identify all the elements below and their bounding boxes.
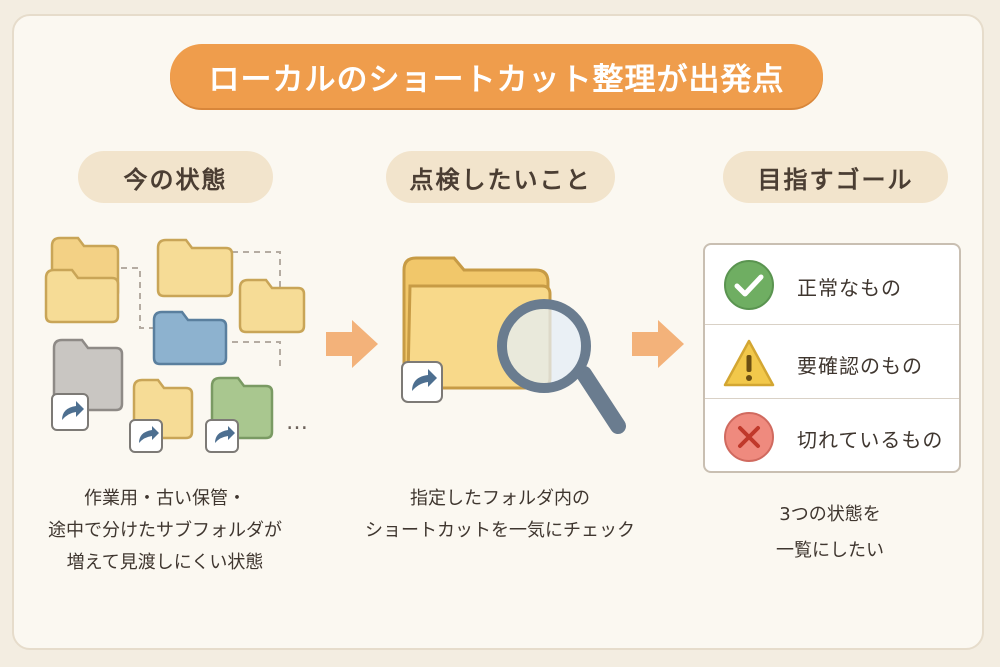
right-arrow-icon xyxy=(632,320,684,368)
shortcut-arrow-icon xyxy=(51,393,89,431)
heading-current-state: 今の状態 xyxy=(78,151,273,203)
divider xyxy=(705,398,959,399)
x-circle-icon xyxy=(724,412,774,462)
heading-goal: 目指すゴール xyxy=(723,151,948,203)
status-label-check: 要確認のもの xyxy=(797,354,923,378)
heading-inspect: 点検したいこと xyxy=(386,151,615,203)
status-item-ok: 正常なもの xyxy=(705,247,959,323)
heading-inspect-label: 点検したいこと xyxy=(409,165,592,194)
right-arrow-icon xyxy=(326,320,378,368)
divider xyxy=(705,324,959,325)
status-label-ok: 正常なもの xyxy=(797,276,902,300)
status-label-broken: 切れているもの xyxy=(797,428,944,452)
status-item-check: 要確認のもの xyxy=(705,325,959,401)
check-circle-icon xyxy=(724,260,774,310)
caption-goal: 3つの状態を 一覧にしたい xyxy=(700,497,960,569)
shortcut-arrow-icon xyxy=(401,361,443,403)
caption-current-state: 作業用・古い保管・ 途中で分けたサブフォルダが 増えて見渡しにくい状態 xyxy=(30,483,300,579)
status-list: 正常なもの 要確認のもの 切れているもの xyxy=(703,243,961,473)
warning-triangle-icon xyxy=(723,339,775,387)
caption-inspect: 指定したフォルダ内の ショートカットを一気にチェック xyxy=(350,483,650,547)
folder-icon xyxy=(44,268,120,324)
heading-current-state-label: 今の状態 xyxy=(123,165,228,194)
title-banner: ローカルのショートカット整理が出発点 xyxy=(170,44,823,108)
shortcut-arrow-icon xyxy=(205,419,239,453)
ellipsis: … xyxy=(286,410,308,435)
shortcut-arrow-icon xyxy=(129,419,163,453)
folder-icon xyxy=(238,278,306,334)
status-item-broken: 切れているもの xyxy=(705,399,959,475)
caption-line: 3つの状態を xyxy=(779,504,881,525)
page-title: ローカルのショートカット整理が出発点 xyxy=(208,61,785,98)
caption-line: 一覧にしたい xyxy=(776,540,884,561)
caption-line: 増えて見渡しにくい状態 xyxy=(66,552,264,573)
heading-goal-label: 目指すゴール xyxy=(757,165,914,194)
folder-inspection-illustration xyxy=(401,256,626,434)
magnifier-icon xyxy=(497,299,626,434)
folder-icon xyxy=(156,238,234,298)
caption-line: 途中で分けたサブフォルダが xyxy=(48,520,282,541)
caption-line: ショートカットを一気にチェック xyxy=(365,520,635,541)
folder-icon xyxy=(152,310,228,366)
caption-line: 指定したフォルダ内の xyxy=(410,488,590,509)
caption-line: 作業用・古い保管・ xyxy=(84,488,246,509)
